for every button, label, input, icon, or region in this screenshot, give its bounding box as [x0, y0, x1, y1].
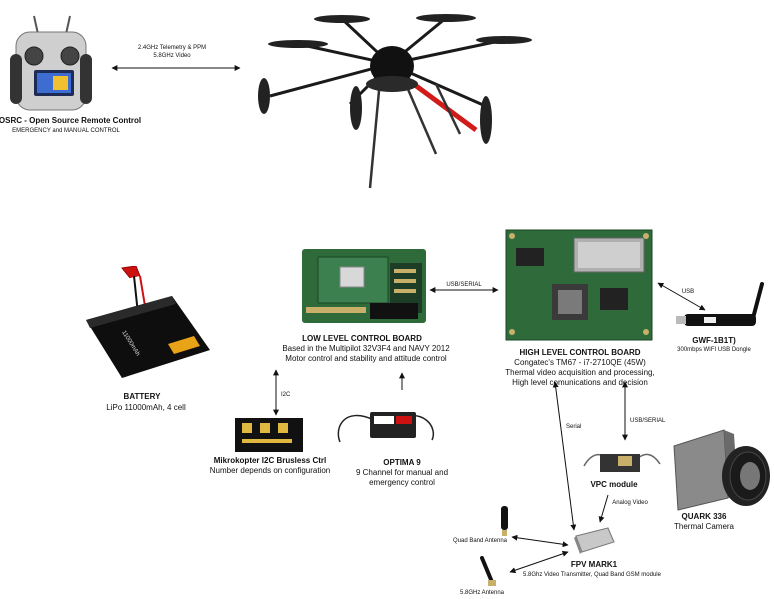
ghz-antenna-label: 5.8GHz Antenna	[459, 590, 505, 596]
quad-antenna-label: Quad Band Antenna	[452, 538, 508, 544]
video-link-label: 5.8GHz Video	[153, 53, 191, 59]
quark-subtitle: Thermal Camera	[673, 522, 735, 531]
llcb-line2: Motor control and stability and attitude…	[285, 354, 447, 363]
hlcb-line2: Thermal video acquisition and processing…	[505, 368, 655, 377]
quark-title: QUARK 336	[681, 512, 727, 521]
remote-title: OSRC - Open Source Remote Control	[0, 116, 142, 125]
vpc-module-image	[582, 442, 662, 478]
vpc-title: VPC module	[590, 480, 638, 489]
thermal-camera-image	[668, 424, 772, 516]
telemetry-label: 2.4GHz Telemetry & PPM	[137, 45, 207, 51]
mikro-subtitle: Number depends on configuration	[209, 466, 331, 475]
optima-title: OPTIMA 9	[383, 458, 421, 467]
receiver-image	[334, 398, 444, 450]
quad-band-antenna-image	[496, 506, 512, 536]
fpv-subtitle: 5.8Ghz Video Transmitter, Quad Band GSM …	[523, 572, 661, 578]
remote-control-image	[8, 14, 92, 114]
low-level-board-image	[300, 243, 428, 327]
llcb-title: LOW LEVEL CONTROL BOARD	[302, 334, 422, 343]
ghz-antenna-image	[474, 556, 502, 588]
hlcb-line1: Congatec's TM67 - i7-2710QE (45W)	[514, 358, 646, 367]
i2c-label: I2C	[281, 392, 291, 398]
serial-label: Serial	[566, 424, 582, 430]
hlcb-line3: High level comunications and decision	[512, 378, 648, 387]
optima-line2: emergency control	[369, 478, 435, 487]
analog-video-label: Analog Video	[612, 500, 648, 506]
high-level-board-image	[504, 228, 654, 342]
optima-line1: 9 Channel for manual and	[355, 468, 449, 477]
usb-serial-right-label: USB/SERIAL	[630, 418, 666, 424]
fpv-transmitter-image	[572, 524, 616, 554]
mikro-title: Mikrokopter I2C Brusless Ctrl	[213, 456, 327, 465]
battery-subtitle: LiPo 11000mAh, 4 cell	[106, 403, 186, 412]
battery-title: BATTERY	[123, 392, 161, 401]
llcb-line1: Based in the Multipilot 32V3F4 and NAVY …	[282, 344, 450, 353]
hlcb-title: HIGH LEVEL CONTROL BOARD	[519, 348, 641, 357]
wifi-dongle-image	[674, 282, 770, 332]
remote-subtitle: EMERGENCY and MANUAL CONTROL	[12, 128, 120, 134]
gwf-subtitle: 300mbps WIFI USB Dongle	[677, 347, 751, 353]
gwf-title: GWF-1B1T)	[692, 336, 736, 345]
fpv-title: FPV MARK1	[570, 560, 618, 569]
hexacopter-image	[240, 4, 540, 194]
usb-label: USB	[681, 289, 695, 295]
battery-image: 11000mAh	[82, 265, 214, 386]
mikrokopter-board-image	[234, 417, 304, 453]
usb-serial-top-label: USB/SERIAL	[446, 282, 482, 288]
